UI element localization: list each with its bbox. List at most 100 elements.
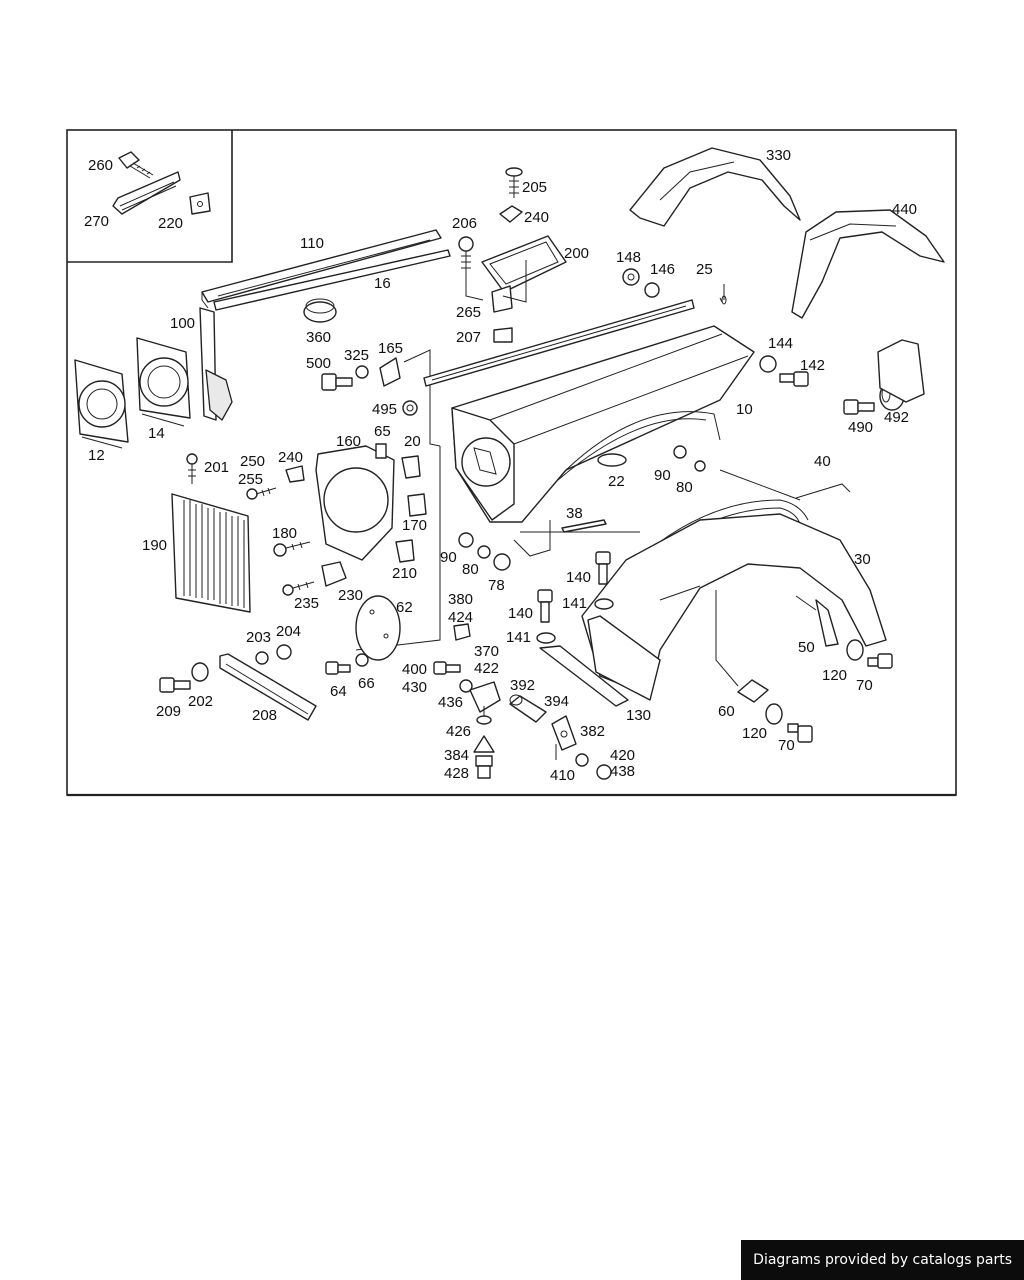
part-394-bushing [509, 694, 547, 723]
callout-260: 260 [88, 157, 113, 174]
part-436-washer [459, 679, 473, 693]
part-330-liner [629, 147, 801, 227]
callout-203: 203 [246, 629, 271, 646]
callout-382: 382 [580, 723, 605, 740]
callout-428: 428 [444, 765, 469, 782]
callout-80-b: 80 [462, 561, 479, 578]
callout-426: 426 [446, 723, 471, 740]
callout-141-b: 141 [506, 629, 531, 646]
part-410-washer [575, 753, 589, 767]
part-25-rail [423, 299, 695, 387]
part-392-bracket [469, 681, 501, 713]
part-325-washer [355, 365, 369, 379]
callout-492: 492 [884, 409, 909, 426]
part-38-strip [561, 519, 607, 533]
callout-190: 190 [142, 537, 167, 554]
part-360-grommet [303, 298, 337, 323]
part-14-ring [136, 337, 191, 427]
part-160-surround [315, 445, 395, 561]
part-65-clip [375, 443, 387, 459]
callout-66: 66 [358, 675, 375, 692]
callout-160: 160 [336, 433, 361, 450]
callout-207: 207 [456, 329, 481, 346]
part-205-screw [505, 167, 523, 198]
part-22-plug [597, 453, 627, 467]
callout-78: 78 [488, 577, 505, 594]
part-140-bolt-a [595, 551, 611, 585]
callout-65: 65 [374, 423, 391, 440]
part-70-bolt-b [787, 723, 813, 743]
part-382-clip [551, 715, 577, 751]
callout-209: 209 [156, 703, 181, 720]
callout-384: 384 [444, 747, 469, 764]
callout-14: 14 [148, 425, 165, 442]
callout-230: 230 [338, 587, 363, 604]
part-60-bracket [737, 679, 769, 703]
part-142-bolt [779, 371, 809, 387]
callout-50: 50 [798, 639, 815, 656]
part-384-mount [473, 735, 495, 779]
callout-208: 208 [252, 707, 277, 724]
part-10-housing [451, 325, 755, 523]
part-90-nut-a [673, 445, 687, 459]
part-426-washer [476, 715, 492, 725]
part-141-washer-a [594, 598, 614, 610]
callout-90-b: 90 [440, 549, 457, 566]
part-200-handle [481, 235, 567, 293]
part-202-washer [191, 662, 209, 682]
part-80-washer-a [694, 460, 706, 472]
callout-144: 144 [768, 335, 793, 352]
callout-265: 265 [456, 304, 481, 321]
callout-70-b: 70 [778, 737, 795, 754]
callout-495: 495 [372, 401, 397, 418]
part-240-clip-top [499, 205, 523, 223]
callout-240-top: 240 [524, 209, 549, 226]
callout-420: 420 [610, 747, 635, 764]
part-500-bolt [321, 373, 353, 391]
part-78-washer [493, 553, 511, 571]
part-120-washer-a [846, 639, 864, 661]
part-70-bolt-a [867, 653, 893, 669]
credit-banner: Diagrams provided by catalogs parts [741, 1240, 1024, 1280]
part-bracket-right [877, 339, 925, 403]
callout-110: 110 [300, 235, 324, 252]
part-144-washer [759, 355, 777, 373]
callout-410: 410 [550, 767, 575, 784]
callout-16: 16 [374, 275, 391, 292]
part-210-clip [395, 539, 415, 563]
callout-140-b: 140 [508, 605, 533, 622]
part-130-trim [539, 615, 661, 707]
part-380-clip [453, 623, 471, 641]
callout-240-left: 240 [278, 449, 303, 466]
callout-360: 360 [306, 329, 331, 346]
part-209-bolt [159, 677, 191, 693]
callout-370: 370 [474, 643, 499, 660]
callout-165: 165 [378, 340, 403, 357]
leader-265 [465, 260, 527, 303]
part-50-bracket [815, 599, 839, 647]
part-12-ring [74, 359, 129, 449]
callout-400: 400 [402, 661, 427, 678]
part-141-washer-b [536, 632, 556, 644]
callout-40: 40 [814, 453, 831, 470]
part-64-bolt [325, 661, 351, 675]
callout-422: 422 [474, 660, 499, 677]
part-240-clip-left [285, 465, 305, 483]
callout-142: 142 [800, 357, 825, 374]
callout-62: 62 [396, 599, 413, 616]
callout-438: 438 [610, 763, 635, 780]
part-207-clip [493, 327, 513, 343]
callout-10: 10 [736, 401, 753, 418]
part-25-pin [721, 295, 727, 305]
leader-78 [513, 520, 551, 557]
leader-50 [795, 595, 817, 611]
leader-10 [520, 469, 801, 533]
callout-20: 20 [404, 433, 421, 450]
callout-202: 202 [188, 693, 213, 710]
part-140-bolt-b [537, 589, 553, 623]
callout-180: 180 [272, 525, 297, 542]
leader-165 [403, 349, 441, 447]
part-265-block [491, 285, 513, 313]
part-146-washer [644, 282, 660, 298]
